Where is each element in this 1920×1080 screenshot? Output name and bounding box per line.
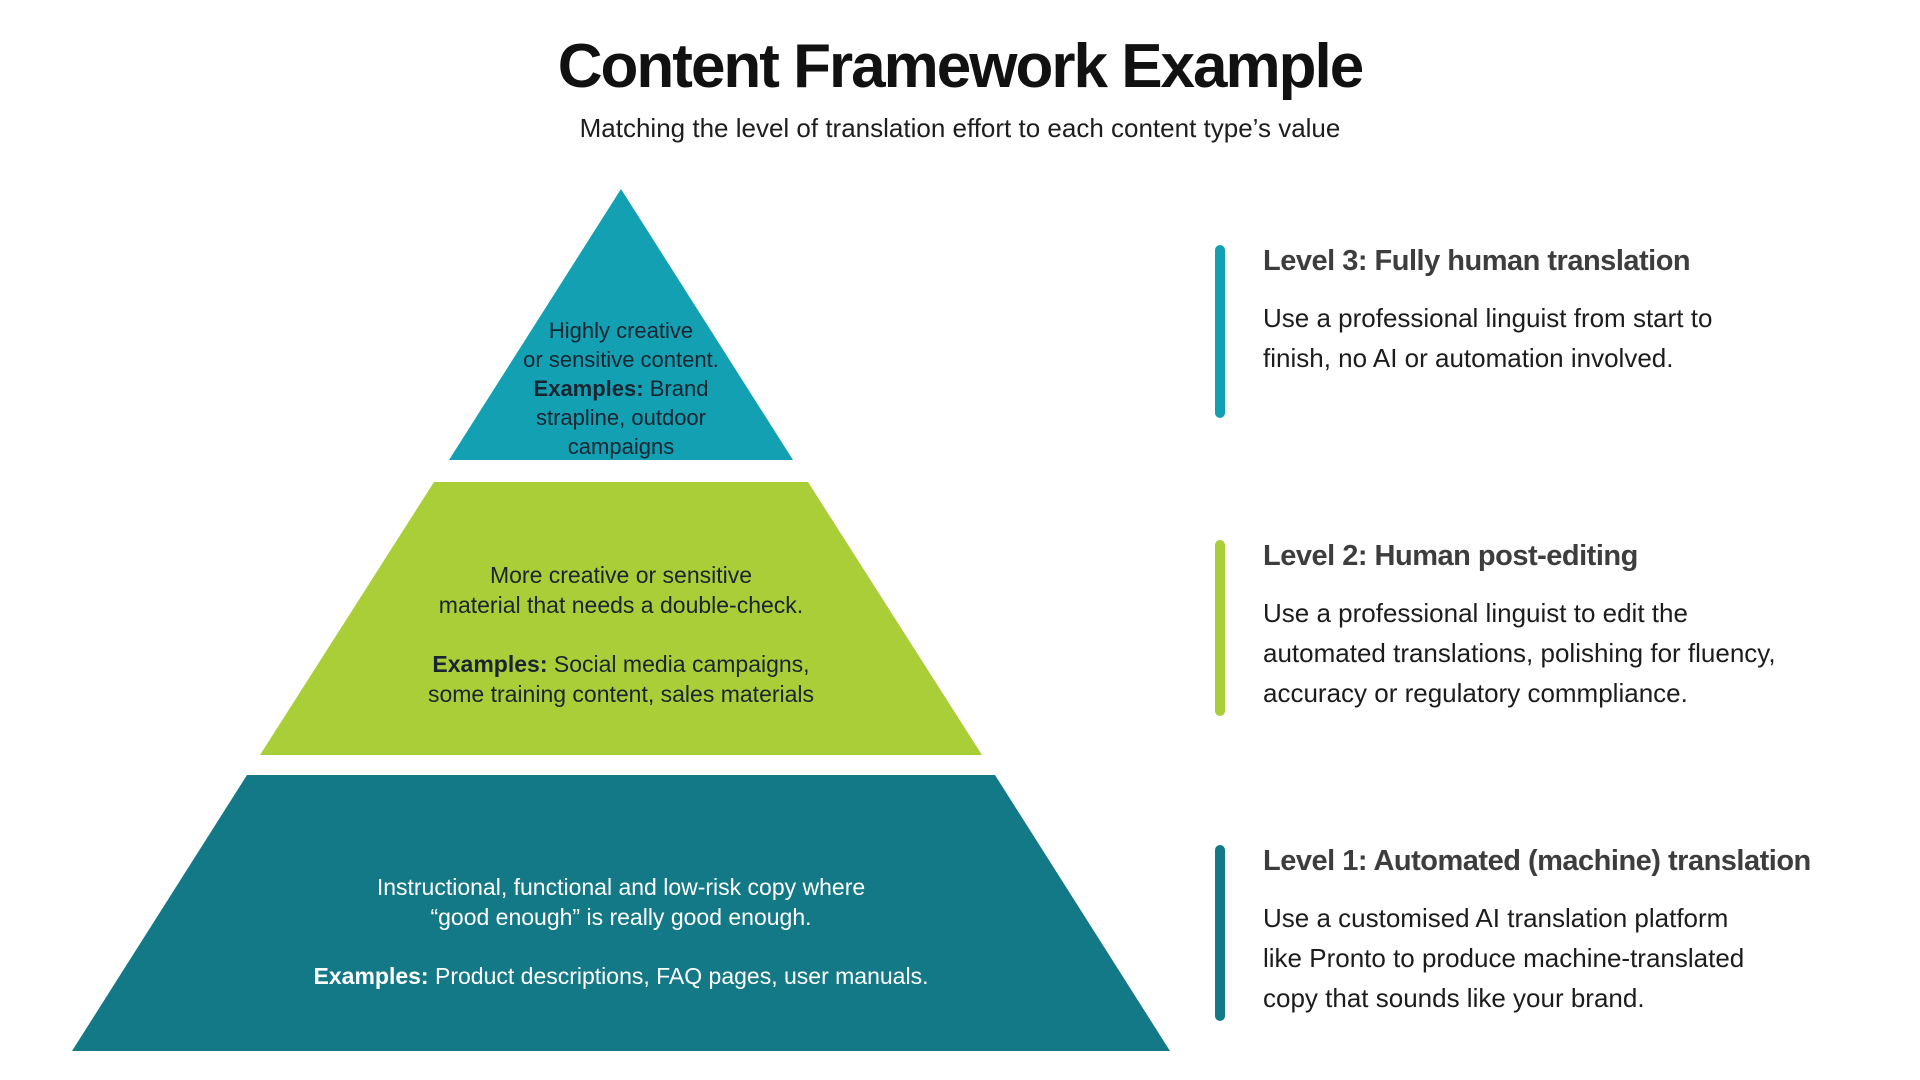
level-3-line: Highly creative	[548, 318, 694, 343]
level-1-line: Instructional, functional and low-risk c…	[376, 874, 866, 900]
examples-text: Social media campaigns,	[553, 650, 810, 677]
level-3-accent-bar	[1215, 245, 1225, 418]
examples-label: Examples:	[432, 650, 548, 677]
examples-label: Examples:	[533, 376, 644, 402]
level-1-examples-line: Examples: Product descriptions, FAQ page…	[314, 961, 929, 991]
level-3-body: Use a professional linguist from start t…	[1263, 298, 1712, 378]
pyramid-level-3-shape	[449, 189, 793, 460]
examples-text: Product descriptions, FAQ pages, user ma…	[434, 962, 929, 989]
level-3-heading: Level 3: Fully human translation	[1263, 245, 1691, 277]
level-3-examples-line: campaigns	[567, 434, 675, 460]
level-1-accent-bar	[1215, 845, 1225, 1021]
header: Content Framework Example Matching the l…	[0, 34, 1920, 144]
body-line: finish, no AI or automation involved.	[1263, 343, 1674, 373]
pyramid-level-3-text: Highly creative or sensitive content. Ex…	[523, 316, 719, 461]
body-line: Use a professional linguist to edit the	[1263, 598, 1688, 628]
level-3-description-block: Level 3: Fully human translation Use a p…	[1215, 245, 1712, 418]
page-subtitle: Matching the level of translation effort…	[579, 113, 1341, 144]
level-1-body: Use a customised AI translation platform…	[1263, 898, 1811, 1018]
pyramid-level-1-shape	[72, 775, 1170, 1051]
body-line: Use a customised AI translation platform	[1263, 903, 1729, 933]
level-3-examples-line: strapline, outdoor	[535, 405, 706, 431]
page-title: Content Framework Example	[557, 32, 1364, 101]
spacer	[428, 621, 814, 649]
level-1-description-block: Level 1: Automated (machine) translation…	[1215, 845, 1811, 1021]
examples-label: Examples:	[313, 962, 429, 989]
spacer	[314, 933, 929, 961]
level-2-body: Use a professional linguist to edit the …	[1263, 593, 1776, 713]
level-2-accent-bar	[1215, 540, 1225, 716]
level-2-description-block: Level 2: Human post-editing Use a profes…	[1215, 540, 1776, 716]
level-2-heading: Level 2: Human post-editing	[1263, 540, 1638, 572]
level-2-examples-line: Examples: Social media campaigns,	[428, 649, 814, 679]
body-line: copy that sounds like your brand.	[1263, 983, 1645, 1013]
level-2-examples-line: some training content, sales materials	[427, 681, 815, 708]
level-1-line: “good enough” is really good enough.	[430, 904, 812, 931]
level-2-line: material that needs a double-check.	[438, 592, 804, 619]
level-1-heading: Level 1: Automated (machine) translation	[1263, 845, 1811, 877]
pyramid-level-2-shape	[260, 482, 982, 755]
level-1-copy: Level 1: Automated (machine) translation…	[1263, 845, 1811, 1021]
pyramid-level-1-text: Instructional, functional and low-risk c…	[314, 872, 929, 991]
body-line: automated translations, polishing for fl…	[1263, 638, 1776, 668]
body-line: like Pronto to produce machine-translate…	[1263, 943, 1745, 973]
level-2-line: More creative or sensitive	[489, 562, 753, 588]
level-3-line: or sensitive content.	[523, 347, 719, 373]
pyramid-level-2-text: More creative or sensitive material that…	[428, 560, 814, 709]
body-line: Use a professional linguist from start t…	[1263, 303, 1713, 333]
examples-text: Brand	[649, 376, 709, 402]
level-3-examples-line: Examples: Brand	[523, 374, 719, 403]
level-3-copy: Level 3: Fully human translation Use a p…	[1263, 245, 1712, 418]
body-line: accuracy or regulatory commpliance.	[1263, 678, 1688, 708]
level-2-copy: Level 2: Human post-editing Use a profes…	[1263, 540, 1776, 716]
